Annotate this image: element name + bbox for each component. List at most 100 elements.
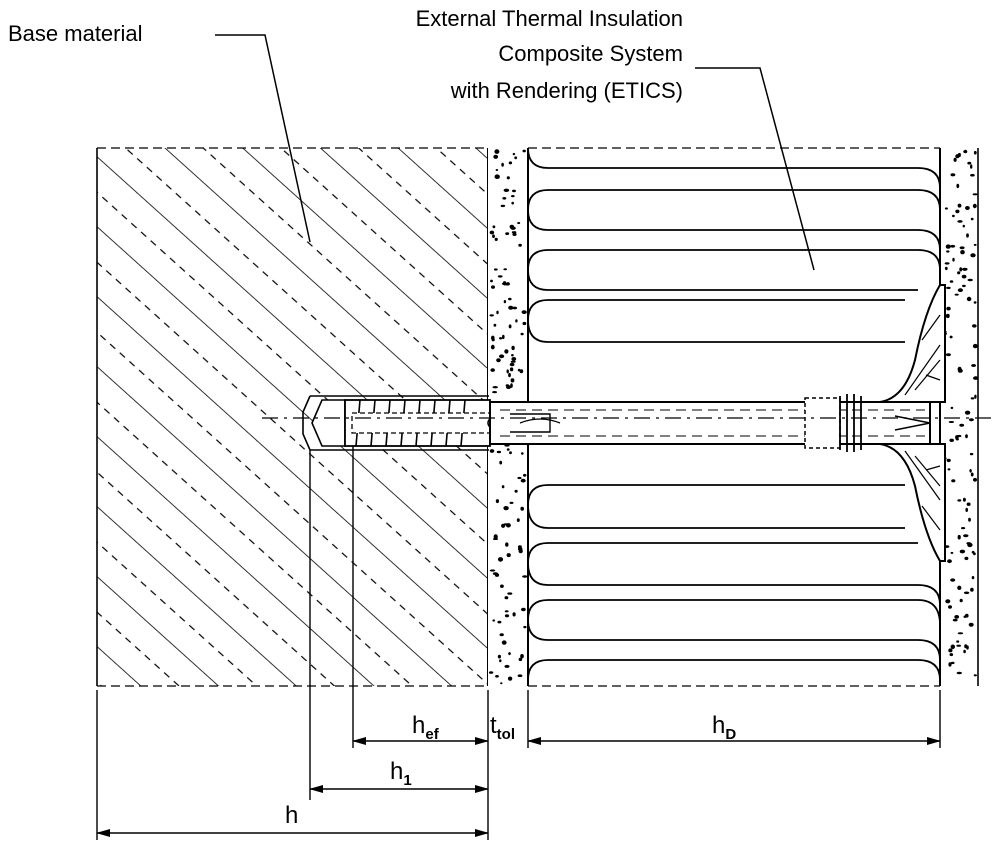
etics-label-line2: Composite System bbox=[498, 41, 683, 66]
label-etics: External Thermal Insulation Composite Sy… bbox=[416, 6, 815, 271]
stipple-dot bbox=[968, 517, 971, 522]
stipple-dot bbox=[957, 632, 964, 635]
stipple-dot bbox=[501, 640, 507, 645]
stipple-dot bbox=[517, 476, 522, 480]
stipple-dot bbox=[499, 633, 504, 637]
stipple-dot bbox=[507, 592, 513, 595]
stipple-dot bbox=[950, 173, 956, 177]
stipple-dot bbox=[499, 354, 505, 359]
stipple-dot bbox=[957, 534, 961, 540]
stipple-dot bbox=[514, 156, 518, 160]
dimension-h-ef: hef bbox=[352, 712, 489, 745]
stipple-dot bbox=[949, 280, 954, 283]
stipple-dot bbox=[973, 150, 977, 155]
stipple-dot bbox=[521, 452, 524, 455]
stipple-dot bbox=[950, 644, 955, 650]
stipple-dot bbox=[519, 369, 524, 374]
label-base-material: Base material bbox=[8, 21, 311, 243]
stipple-dot bbox=[961, 527, 966, 530]
stipple-dot bbox=[511, 201, 514, 205]
stipple-dot bbox=[970, 587, 974, 592]
stipple-dot bbox=[970, 397, 975, 400]
stipple-dot bbox=[493, 154, 499, 159]
stipple-dot bbox=[517, 547, 523, 551]
dimension-h-d: hD bbox=[527, 712, 941, 745]
stipple-dot bbox=[945, 599, 951, 604]
stipple-dot bbox=[508, 372, 511, 378]
stipple-dot bbox=[492, 619, 496, 622]
stipple-dot bbox=[497, 557, 504, 562]
stipple-dot bbox=[953, 157, 957, 162]
stipple-dot bbox=[520, 654, 524, 659]
stipple-dot bbox=[504, 614, 510, 618]
stipple-dot bbox=[514, 489, 518, 493]
stipple-dot bbox=[508, 652, 511, 656]
stipple-dot bbox=[945, 313, 950, 319]
h-label: h bbox=[285, 802, 298, 829]
stipple-dot bbox=[949, 653, 954, 657]
stipple-dot bbox=[956, 183, 960, 189]
stipple-dot bbox=[969, 469, 972, 473]
stipple-dot bbox=[946, 458, 951, 463]
stipple-dot bbox=[968, 418, 974, 422]
stipple-dot bbox=[523, 473, 527, 477]
stipple-dot bbox=[965, 507, 968, 512]
stipple-dot bbox=[497, 620, 502, 624]
stipple-dot bbox=[947, 468, 951, 471]
stipple-dot bbox=[949, 438, 954, 442]
stipple-dot bbox=[972, 193, 978, 196]
stipple-dot bbox=[954, 293, 959, 296]
stipple-dot bbox=[956, 671, 962, 675]
stipple-dot bbox=[973, 477, 977, 482]
stipple-dot bbox=[966, 502, 971, 506]
stipple-dot bbox=[493, 268, 498, 271]
stipple-dot bbox=[511, 345, 515, 351]
stipple-dot bbox=[507, 676, 513, 681]
stipple-dot bbox=[502, 282, 506, 285]
stipple-dot bbox=[505, 232, 510, 236]
stipple-dot bbox=[967, 278, 973, 282]
stipple-dot bbox=[512, 612, 516, 617]
stipple-dot bbox=[489, 230, 495, 235]
stipple-dot bbox=[523, 625, 527, 629]
stipple-dot bbox=[971, 550, 975, 554]
stipple-dot bbox=[950, 578, 956, 582]
stipple-dot bbox=[950, 406, 954, 410]
stipple-dot bbox=[944, 262, 950, 265]
h-ef-label: hef bbox=[412, 712, 440, 743]
stipple-dot bbox=[522, 321, 527, 326]
stipple-dot bbox=[957, 203, 962, 208]
stipple-dot bbox=[494, 149, 500, 154]
stipple-dot bbox=[500, 204, 506, 208]
stipple-dot bbox=[952, 618, 958, 622]
stipple-dot bbox=[963, 649, 966, 654]
stipple-dot bbox=[515, 319, 518, 323]
stipple-dot bbox=[959, 549, 966, 554]
stipple-dot bbox=[972, 324, 977, 328]
stipple-dot bbox=[512, 189, 516, 193]
stipple-dot bbox=[950, 661, 955, 665]
stipple-dot bbox=[948, 605, 952, 609]
stipple-dot bbox=[511, 354, 514, 357]
stipple-dot bbox=[955, 209, 960, 214]
stipple-dot bbox=[509, 362, 515, 367]
stipple-dot bbox=[503, 300, 507, 304]
stipple-dot bbox=[948, 662, 952, 667]
stipple-dot bbox=[510, 360, 516, 363]
stipple-dot bbox=[965, 206, 970, 210]
stipple-dot bbox=[504, 349, 509, 354]
stipple-dot bbox=[950, 551, 954, 554]
insulation-layer bbox=[527, 147, 941, 687]
stipple-dot bbox=[500, 682, 503, 685]
stipple-dot bbox=[511, 357, 517, 361]
stipple-dot bbox=[517, 674, 523, 677]
stipple-dot bbox=[505, 384, 510, 387]
stipple-dot bbox=[973, 243, 977, 246]
stipple-dot bbox=[499, 460, 503, 465]
stipple-dot bbox=[490, 279, 493, 283]
stipple-dot bbox=[504, 664, 510, 668]
stipple-dot bbox=[492, 391, 497, 394]
stipple-dot bbox=[966, 296, 972, 302]
etics-label-line3: with Rendering (ETICS) bbox=[450, 78, 683, 103]
stipple-dot bbox=[950, 244, 956, 248]
